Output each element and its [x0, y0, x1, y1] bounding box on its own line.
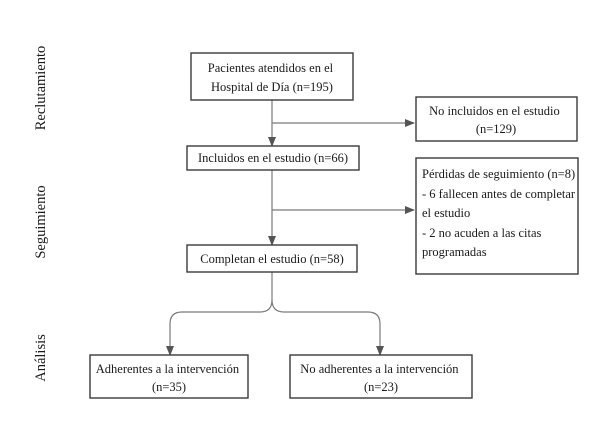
- stage-label-recruitment: Reclutamiento: [33, 46, 49, 131]
- svg-text:No adherentes a la intervenció: No adherentes a la intervención (n=23): [300, 362, 461, 394]
- svg-text:Pérdidas de seguimiento (n=8): Pérdidas de seguimiento (n=8) - 6 fallec…: [422, 167, 578, 259]
- box-losses-line-3: el estudio: [422, 206, 470, 220]
- box-losses: Pérdidas de seguimiento (n=8) - 6 fallec…: [415, 157, 579, 275]
- box-included: Incluidos en el estudio (n=66): [186, 145, 360, 171]
- box-non-adherent: No adherentes a la intervención (n=23): [289, 354, 473, 399]
- arrow-to-adherent: [166, 272, 273, 356]
- arrow-to-non-adherent: [271, 299, 384, 356]
- box-adherent-line-2: (n=35): [152, 380, 186, 394]
- connectors: [166, 100, 415, 356]
- svg-text:Pacientes atendidos en el: Pacientes atendidos en el Hospital de Dí…: [208, 61, 336, 94]
- box-non-adherent-line-2: (n=23): [364, 380, 398, 394]
- svg-text:Adherentes a la intervención: Adherentes a la intervención (n=35): [96, 362, 242, 394]
- box-not-included: No incluidos en el estudio (n=129): [415, 96, 578, 142]
- stage-label-analysis: Análisis: [33, 334, 49, 382]
- box-adherent: Adherentes a la intervención (n=35): [89, 354, 249, 399]
- stage-label-followup: Seguimiento: [33, 185, 49, 258]
- box-losses-line-5: programadas: [422, 245, 487, 259]
- box-completed: Completan el estudio (n=58): [186, 244, 358, 273]
- box-attended: Pacientes atendidos en el Hospital de Dí…: [190, 52, 354, 101]
- box-losses-line-4: - 2 no acuden a las citas: [422, 226, 542, 240]
- svg-text:No incluidos en el estudio: No incluidos en el estudio (n=129): [429, 104, 563, 136]
- svg-text:Incluidos en el estudio (n=66): Incluidos en el estudio (n=66): [198, 151, 348, 165]
- box-attended-line-2: Hospital de Día (n=195): [211, 80, 333, 94]
- box-not-included-line-1: No incluidos en el estudio: [429, 104, 560, 118]
- box-losses-line-1: Pérdidas de seguimiento (n=8): [422, 167, 575, 181]
- box-included-line-1: Incluidos en el estudio (n=66): [198, 151, 348, 165]
- box-not-included-line-2: (n=129): [476, 122, 516, 136]
- box-non-adherent-line-1: No adherentes a la intervención: [300, 362, 459, 376]
- box-losses-line-2: - 6 fallecen antes de completar: [422, 187, 576, 201]
- box-adherent-line-1: Adherentes a la intervención: [96, 362, 240, 376]
- box-attended-line-1: Pacientes atendidos en el: [208, 61, 334, 75]
- svg-text:Completan el estudio (n=58): Completan el estudio (n=58): [200, 252, 343, 266]
- box-completed-line-1: Completan el estudio (n=58): [200, 252, 343, 266]
